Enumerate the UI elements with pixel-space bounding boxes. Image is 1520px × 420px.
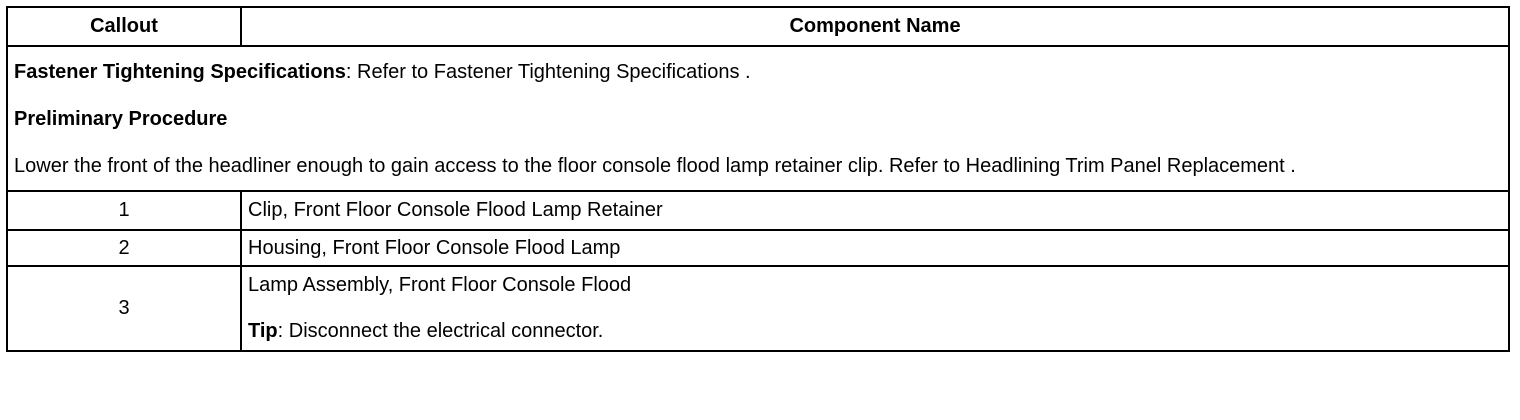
fastener-spec-line: Fastener Tightening Specifications: Refe…	[14, 61, 1502, 84]
callout-cell: 3	[6, 265, 242, 352]
header-component-name: Component Name	[240, 6, 1510, 47]
tip-text: : Disconnect the electrical connector.	[277, 320, 604, 342]
component-table-container: Callout Component Name Fastener Tighteni…	[6, 6, 1510, 352]
fastener-spec-label: Fastener Tightening Specifications	[14, 61, 346, 83]
table-row: 3 Lamp Assembly, Front Floor Console Flo…	[6, 265, 1510, 352]
preliminary-text: Lower the front of the headliner enough …	[14, 155, 1296, 177]
component-name-cell: Clip, Front Floor Console Flood Lamp Ret…	[240, 190, 1510, 231]
preliminary-heading-text: Preliminary Procedure	[14, 108, 228, 130]
table-row: 2 Housing, Front Floor Console Flood Lam…	[6, 229, 1510, 267]
intro-row: Fastener Tightening Specifications: Refe…	[6, 45, 1510, 192]
fastener-spec-text: : Refer to Fastener Tightening Specifica…	[345, 61, 751, 83]
table-row: 1 Clip, Front Floor Console Flood Lamp R…	[6, 190, 1510, 231]
callout-cell: 2	[6, 229, 242, 267]
header-callout: Callout	[6, 6, 242, 47]
callout-cell: 1	[6, 190, 242, 231]
intro-cell: Fastener Tightening Specifications: Refe…	[6, 45, 1510, 192]
table-header-row: Callout Component Name	[6, 6, 1510, 47]
tip-label: Tip	[248, 320, 278, 342]
preliminary-heading: Preliminary Procedure	[14, 108, 1502, 131]
tip-line: Tip: Disconnect the electrical connector…	[248, 320, 1502, 343]
component-name-cell: Housing, Front Floor Console Flood Lamp	[240, 229, 1510, 267]
component-name-text: Lamp Assembly, Front Floor Console Flood	[248, 274, 632, 296]
component-name-cell: Lamp Assembly, Front Floor Console Flood…	[240, 265, 1510, 352]
component-table: Callout Component Name Fastener Tighteni…	[6, 6, 1510, 352]
